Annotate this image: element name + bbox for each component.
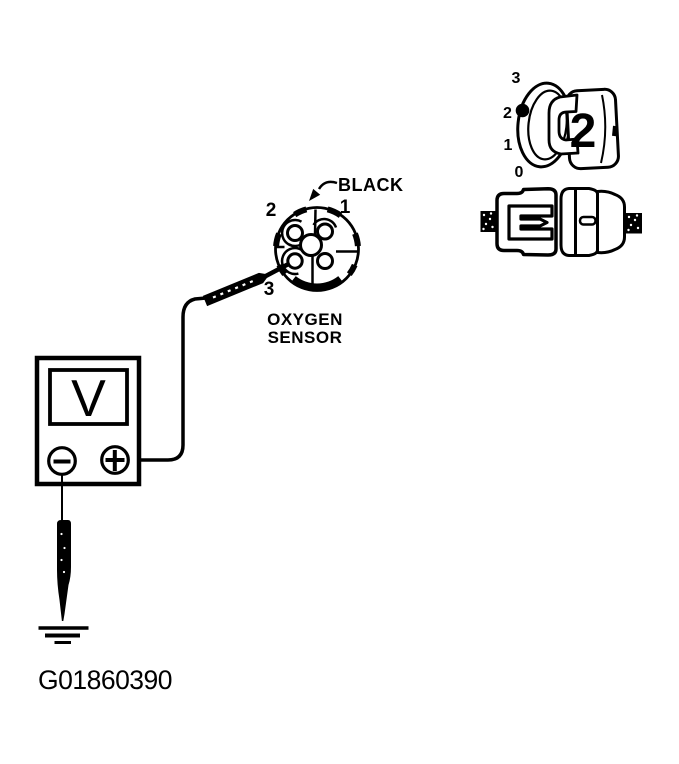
voltmeter-display-symbol: V (71, 370, 106, 428)
positive-test-lead (128, 261, 291, 462)
negative-test-lead (38, 474, 89, 644)
black-wire-label: BLACK (338, 175, 404, 195)
probe-tip (261, 261, 291, 280)
scale-label-2: 2 (503, 105, 512, 122)
terminal-block-tick (612, 125, 617, 137)
oxygen-sensor-caption-line1: OXYGEN (267, 310, 343, 329)
connector-pair-side-view (480, 187, 642, 257)
test-probe-icon (202, 272, 270, 307)
pin-label-1: 1 (340, 197, 351, 218)
connector-pin-3 (286, 252, 304, 270)
connector-bottom-shadow-arc (291, 276, 343, 291)
connector-pin-4 (316, 252, 334, 270)
oxygen-sensor-caption-line2: SENSOR (268, 328, 343, 347)
terminal-number-label: 2 (570, 105, 597, 158)
terminal-disc (516, 81, 572, 169)
pin-label-2: 2 (266, 200, 277, 221)
connector-center-hole (299, 233, 323, 257)
terminal-block-edge-line (600, 94, 607, 164)
speckled-wire-icon-left (480, 211, 497, 232)
callout-leader (317, 180, 338, 190)
connector-divider-lines (276, 209, 358, 284)
arrow-icon (309, 188, 321, 201)
female-connector-cap (559, 187, 577, 257)
scale-label-3: 3 (512, 70, 521, 87)
terminal-block (565, 87, 620, 171)
figure-code: G01860390 (38, 665, 172, 695)
positive-lead-wire (128, 296, 207, 462)
scale-label-1: 1 (504, 137, 513, 154)
male-terminal-fork (507, 204, 554, 241)
circle-minus-icon (47, 446, 77, 476)
circle-plus-icon (100, 445, 130, 475)
ground-probe (57, 520, 71, 621)
scale-label-0: 0 (515, 164, 524, 181)
voltmeter-display (48, 368, 129, 426)
oxygen-sensor-connector-face (273, 206, 361, 292)
terminal-position-marker (515, 103, 530, 118)
pin-label-3: 3 (264, 279, 275, 300)
connector-pin-1 (316, 222, 334, 241)
terminal-keyway (547, 93, 580, 156)
black-wire-callout: BLACK (309, 175, 404, 201)
voltmeter: V (34, 355, 142, 487)
ground-probe-texture (60, 532, 66, 574)
ground-symbol-icon (38, 626, 89, 644)
female-connector-body (596, 189, 626, 255)
female-connector-slot (578, 215, 597, 226)
terminal-detail-view: 2 3 2 1 0 (503, 70, 620, 181)
speckled-wire-icon-right (625, 213, 642, 234)
connector-pin-2 (286, 224, 304, 242)
connector-rim-tabs (273, 206, 361, 277)
